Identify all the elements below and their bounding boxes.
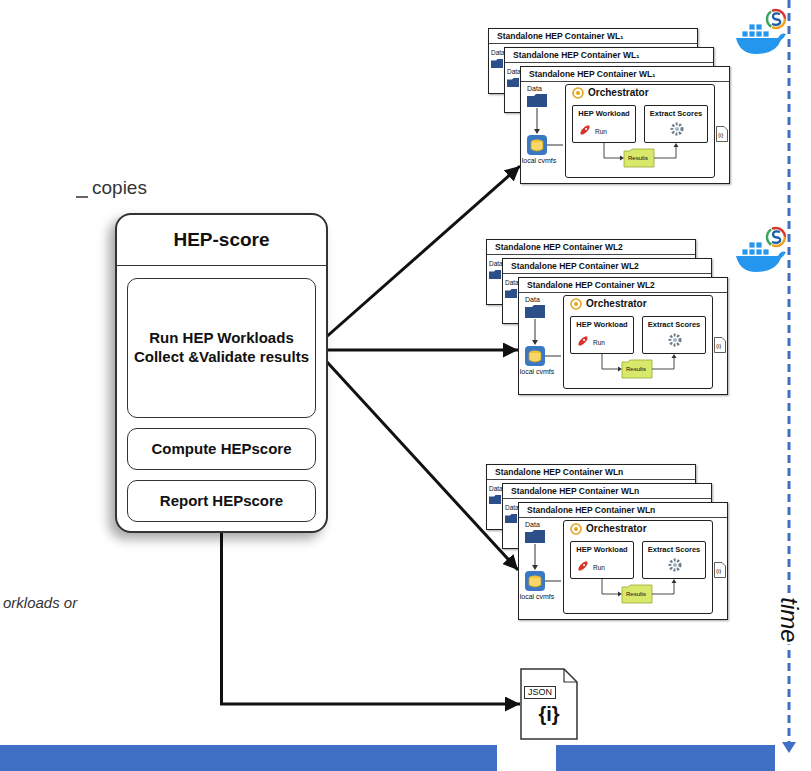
box-label: Run HEP Workloads Collect &Validate resu…: [130, 329, 313, 367]
note-label: Data: [491, 49, 505, 57]
data-folder-icon: [507, 78, 519, 87]
note-label: Data: [525, 520, 540, 529]
box-title: HEP Workload: [576, 320, 627, 329]
rocket-icon: [579, 124, 591, 136]
gear-icon: [668, 558, 682, 572]
note-label: {i}: [716, 568, 721, 575]
rocket-icon: [577, 560, 589, 572]
note-label: Data: [505, 504, 519, 512]
note-label: {i}: [718, 132, 723, 139]
gear-icon: [670, 122, 684, 136]
orchestrator-title: Orchestrator: [588, 87, 649, 99]
note-label: Data: [505, 279, 519, 287]
data-folder-icon: [491, 59, 503, 68]
orchestrator-box: OrchestratorHEP WorkloadRun Extract Score…: [563, 520, 713, 614]
box-title: HEP-score: [173, 229, 269, 251]
footer-bar: [0, 745, 497, 771]
note-label: Data: [489, 485, 503, 493]
flow-arrow: [316, 350, 518, 570]
container-title: Standalone HEP Container WLn: [527, 503, 655, 517]
container-box: Standalone HEP Container WLnOrchestrator…: [518, 502, 728, 620]
flow-arrow: [222, 522, 521, 704]
process-box: Compute HEPscore: [127, 428, 316, 470]
data-folder-icon: [505, 514, 517, 523]
document-glyph: {i}: [538, 702, 559, 726]
note-label: local cvmfs: [521, 157, 557, 165]
run-label: Run: [593, 339, 605, 347]
box-title: Extract Scores: [650, 109, 703, 118]
container-title: Standalone HEP Container WL₁: [513, 48, 640, 62]
note-label: Data: [527, 84, 542, 93]
note-label: copies: [92, 177, 147, 199]
extract-box: Extract Scores: [642, 541, 706, 579]
run-label: Run: [593, 564, 605, 572]
run-label: Run: [595, 128, 607, 136]
note-label: Results: [628, 155, 648, 162]
workload-box: HEP WorkloadRun: [572, 105, 636, 143]
flow-arrow: [316, 349, 518, 352]
data-folder-icon: [489, 495, 501, 504]
box-title: HEP Workload: [578, 109, 629, 118]
note-label: Data: [525, 295, 540, 304]
orchestrator-title: Orchestrator: [586, 523, 647, 535]
note-label: Results: [626, 366, 646, 373]
container-title: Standalone HEP Container WLn: [511, 484, 639, 498]
box-label: Compute HEPscore: [130, 440, 313, 459]
note-label: Data: [507, 68, 521, 76]
container-title: Standalone HEP Container WL2: [511, 259, 639, 273]
container-title: Standalone HEP Container WL₁: [529, 67, 656, 81]
orchestrator-box: OrchestratorHEP WorkloadRun Extract Score…: [563, 295, 713, 389]
docker-singularity-logo: [736, 227, 786, 272]
gear-icon: [668, 333, 682, 347]
container-title: Standalone HEP Container WL₁: [497, 29, 624, 43]
box-title: HEP Workload: [576, 545, 627, 554]
box-title: Extract Scores: [648, 545, 701, 554]
container-title: Standalone HEP Container WLn: [495, 465, 623, 479]
note-label: Results: [626, 591, 646, 598]
container-title: Standalone HEP Container WL2: [527, 278, 655, 292]
orchestrator-box: OrchestratorHEP WorkloadRun Extract Score…: [565, 84, 715, 178]
note-label: {i}: [716, 343, 721, 350]
workload-box: HEP WorkloadRun: [570, 541, 634, 579]
orchestrator-title: Orchestrator: [586, 298, 647, 310]
container-title: Standalone HEP Container WL2: [495, 240, 623, 254]
document-type: JSON: [524, 686, 556, 699]
note-label: local cvmfs: [519, 368, 555, 376]
data-folder-icon: [489, 270, 501, 279]
rocket-icon: [577, 335, 589, 347]
title-band: HEP-score: [117, 215, 326, 266]
extract-box: Extract Scores: [644, 105, 708, 143]
json-document: JSON {i}: [520, 668, 578, 740]
time-arrowhead: [782, 742, 796, 753]
box-title: Extract Scores: [648, 320, 701, 329]
note-label: Data: [489, 260, 503, 268]
docker-singularity-logo: [736, 9, 786, 54]
data-folder-icon: [505, 289, 517, 298]
note-label: local cvmfs: [519, 593, 555, 601]
cut-mark: [76, 196, 88, 198]
note-label: orkloads or: [3, 594, 77, 612]
container-box: Standalone HEP Container WL2Orchestrator…: [518, 277, 728, 395]
workload-box: HEP WorkloadRun: [570, 316, 634, 354]
process-box: Report HEPscore: [127, 480, 316, 522]
container-box: Standalone HEP Container WL₁ Orchestrator…: [520, 66, 730, 184]
process-box: Run HEP Workloads Collect &Validate resu…: [127, 278, 316, 418]
system-box: HEP-scoreRun HEP Workloads Collect &Vali…: [115, 213, 328, 533]
box-label: Report HEPscore: [130, 492, 313, 511]
extract-box: Extract Scores: [642, 316, 706, 354]
footer-bar: [556, 745, 775, 771]
note-label: time: [775, 595, 803, 644]
